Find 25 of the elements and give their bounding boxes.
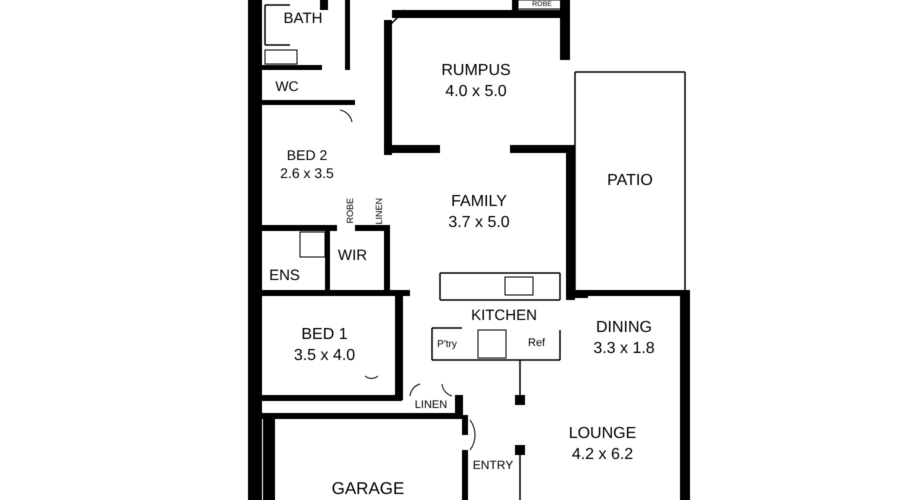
room-dimensions: 3.7 x 5.0: [448, 212, 510, 232]
room-name: ENTRY: [472, 458, 514, 474]
room-dimensions: 3.5 x 4.0: [294, 346, 356, 366]
room-name: DINING: [596, 318, 652, 338]
room-name: LINEN: [374, 198, 385, 224]
room-name: FAMILY: [451, 192, 507, 212]
fixture-label: Ref: [528, 337, 546, 349]
room-name: LOUNGE: [568, 424, 636, 444]
room-name: GARAGE: [332, 478, 404, 500]
room-name: BED 1: [301, 324, 348, 345]
room-name: WIR: [338, 246, 368, 266]
room-dimensions: 4.2 x 6.2: [572, 445, 634, 465]
room-name: WC: [275, 76, 299, 96]
room-name: P'try: [437, 338, 457, 350]
room-name: ENS: [269, 266, 300, 286]
room-name: RUMPUS: [441, 60, 511, 81]
room-dimensions: 3.3 x 1.8: [593, 339, 655, 359]
room-name: LINEN: [414, 398, 448, 413]
room-name: KITCHEN: [471, 306, 537, 326]
room-name: BATH: [284, 9, 322, 29]
room-name: ROBE: [345, 198, 356, 224]
room-name: PATIO: [607, 170, 653, 191]
room-dimensions: 4.0 x 5.0: [445, 82, 507, 102]
room-name: BED 2: [286, 146, 328, 164]
room-dimensions: 2.6 x 3.5: [280, 164, 334, 182]
